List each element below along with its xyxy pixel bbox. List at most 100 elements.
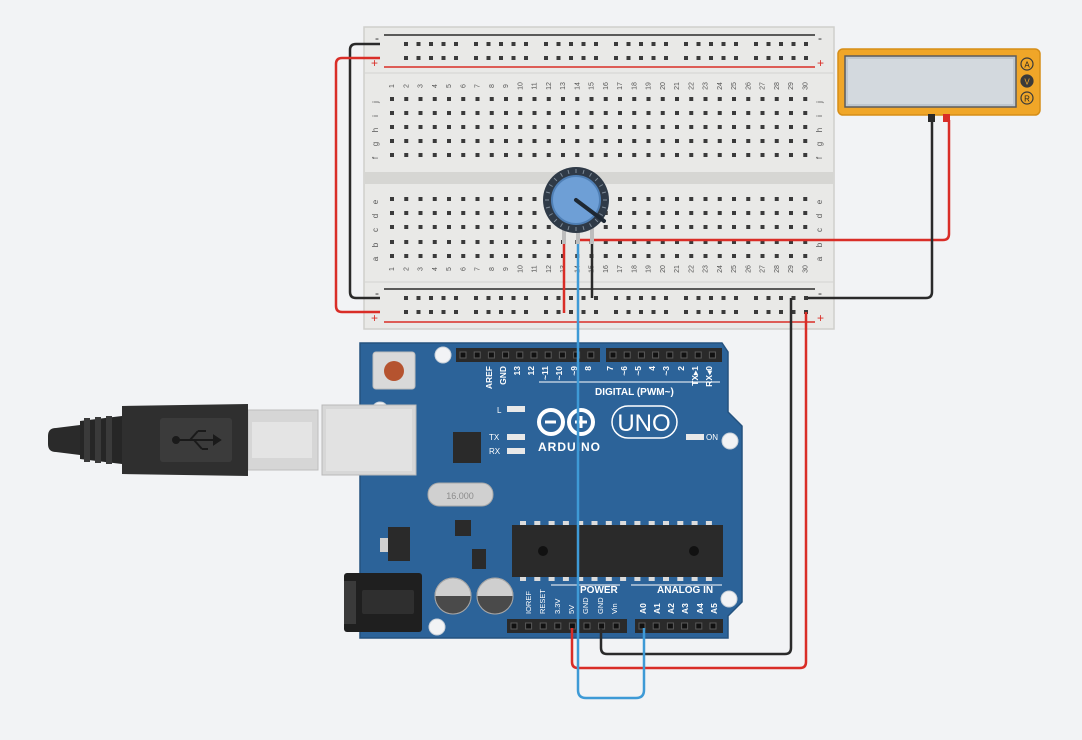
- rail-hole[interactable]: [754, 296, 758, 300]
- arduino-uno-board[interactable]: 16.000: [321, 342, 743, 639]
- terminal-hole[interactable]: [760, 225, 765, 229]
- rail-hole[interactable]: [454, 42, 458, 46]
- terminal-hole[interactable]: [447, 211, 451, 215]
- digital-pin-socket[interactable]: [516, 351, 524, 359]
- terminal-hole[interactable]: [404, 211, 409, 215]
- terminal-hole[interactable]: [475, 139, 480, 143]
- rail-hole[interactable]: [416, 310, 421, 314]
- power-pin-socket[interactable]: [583, 622, 591, 630]
- terminal-hole[interactable]: [789, 225, 793, 229]
- terminal-hole[interactable]: [390, 240, 394, 244]
- terminal-hole[interactable]: [618, 254, 622, 258]
- rail-hole[interactable]: [474, 42, 478, 46]
- terminal-hole[interactable]: [404, 111, 409, 115]
- terminal-hole[interactable]: [618, 211, 622, 215]
- terminal-hole[interactable]: [518, 97, 523, 101]
- terminal-hole[interactable]: [689, 111, 694, 115]
- analog-pin-socket[interactable]: [709, 622, 717, 630]
- terminal-hole[interactable]: [746, 211, 751, 215]
- rail-hole[interactable]: [441, 296, 446, 300]
- digital-pin-socket[interactable]: [680, 351, 688, 359]
- rail-hole[interactable]: [721, 296, 726, 300]
- rail-hole[interactable]: [664, 296, 668, 300]
- terminal-hole[interactable]: [774, 153, 779, 157]
- power-pin-socket[interactable]: [554, 622, 562, 630]
- terminal-hole[interactable]: [418, 139, 423, 143]
- terminal-hole[interactable]: [475, 225, 480, 229]
- terminal-hole[interactable]: [774, 211, 779, 215]
- terminal-hole[interactable]: [689, 211, 694, 215]
- terminal-hole[interactable]: [532, 225, 537, 229]
- terminal-hole[interactable]: [390, 125, 394, 129]
- rail-hole[interactable]: [721, 56, 726, 60]
- terminal-hole[interactable]: [646, 240, 651, 244]
- terminal-hole[interactable]: [390, 97, 394, 101]
- terminal-hole[interactable]: [447, 225, 451, 229]
- rail-hole[interactable]: [499, 296, 503, 300]
- terminal-hole[interactable]: [803, 211, 808, 215]
- terminal-hole[interactable]: [575, 153, 580, 157]
- terminal-hole[interactable]: [546, 254, 551, 258]
- terminal-hole[interactable]: [646, 225, 651, 229]
- rail-hole[interactable]: [441, 42, 446, 46]
- terminal-hole[interactable]: [461, 254, 466, 258]
- rail-hole[interactable]: [684, 310, 688, 314]
- rail-hole[interactable]: [721, 310, 726, 314]
- terminal-hole[interactable]: [618, 111, 622, 115]
- terminal-hole[interactable]: [546, 139, 551, 143]
- wire-red-arduino-5v[interactable]: [570, 312, 808, 670]
- terminal-hole[interactable]: [447, 197, 451, 201]
- terminal-hole[interactable]: [732, 153, 736, 157]
- rail-hole[interactable]: [754, 310, 758, 314]
- terminal-hole[interactable]: [732, 111, 736, 115]
- rail-hole[interactable]: [639, 56, 643, 60]
- rail-hole[interactable]: [404, 296, 408, 300]
- digital-pin-socket[interactable]: [544, 351, 552, 359]
- terminal-hole[interactable]: [732, 139, 736, 143]
- rail-hole[interactable]: [544, 310, 548, 314]
- terminal-hole[interactable]: [660, 139, 665, 143]
- rail-hole[interactable]: [416, 42, 421, 46]
- rail-hole[interactable]: [594, 56, 598, 60]
- rail-hole[interactable]: [544, 56, 548, 60]
- terminal-hole[interactable]: [746, 139, 751, 143]
- terminal-hole[interactable]: [518, 211, 523, 215]
- terminal-hole[interactable]: [703, 225, 708, 229]
- terminal-hole[interactable]: [789, 254, 793, 258]
- terminal-hole[interactable]: [703, 111, 708, 115]
- power-pin-socket[interactable]: [612, 622, 620, 630]
- terminal-hole[interactable]: [746, 153, 751, 157]
- terminal-hole[interactable]: [504, 240, 508, 244]
- terminal-hole[interactable]: [675, 240, 679, 244]
- terminal-hole[interactable]: [489, 211, 494, 215]
- wire-black-arduino-gnd[interactable]: [599, 298, 793, 656]
- terminal-hole[interactable]: [632, 97, 637, 101]
- terminal-hole[interactable]: [660, 97, 665, 101]
- digital-pin-socket[interactable]: [587, 351, 595, 359]
- rail-hole[interactable]: [651, 310, 656, 314]
- rail-hole[interactable]: [709, 310, 713, 314]
- terminal-hole[interactable]: [404, 153, 409, 157]
- terminal-hole[interactable]: [575, 125, 580, 129]
- terminal-hole[interactable]: [717, 197, 722, 201]
- rail-hole[interactable]: [486, 56, 491, 60]
- usb-cable[interactable]: [48, 404, 319, 476]
- terminal-hole[interactable]: [660, 225, 665, 229]
- rail-hole[interactable]: [499, 56, 503, 60]
- terminal-hole[interactable]: [789, 97, 793, 101]
- rail-hole[interactable]: [404, 42, 408, 46]
- terminal-hole[interactable]: [418, 111, 423, 115]
- terminal-hole[interactable]: [789, 240, 793, 244]
- rail-hole[interactable]: [664, 56, 668, 60]
- terminal-hole[interactable]: [561, 97, 565, 101]
- rail-hole[interactable]: [614, 42, 618, 46]
- terminal-hole[interactable]: [447, 97, 451, 101]
- power-pin-header[interactable]: [507, 619, 627, 633]
- terminal-hole[interactable]: [561, 139, 565, 143]
- terminal-hole[interactable]: [404, 240, 409, 244]
- terminal-hole[interactable]: [432, 139, 437, 143]
- terminal-hole[interactable]: [746, 111, 751, 115]
- rail-hole[interactable]: [614, 56, 618, 60]
- rail-hole[interactable]: [511, 56, 516, 60]
- rail-hole[interactable]: [499, 310, 503, 314]
